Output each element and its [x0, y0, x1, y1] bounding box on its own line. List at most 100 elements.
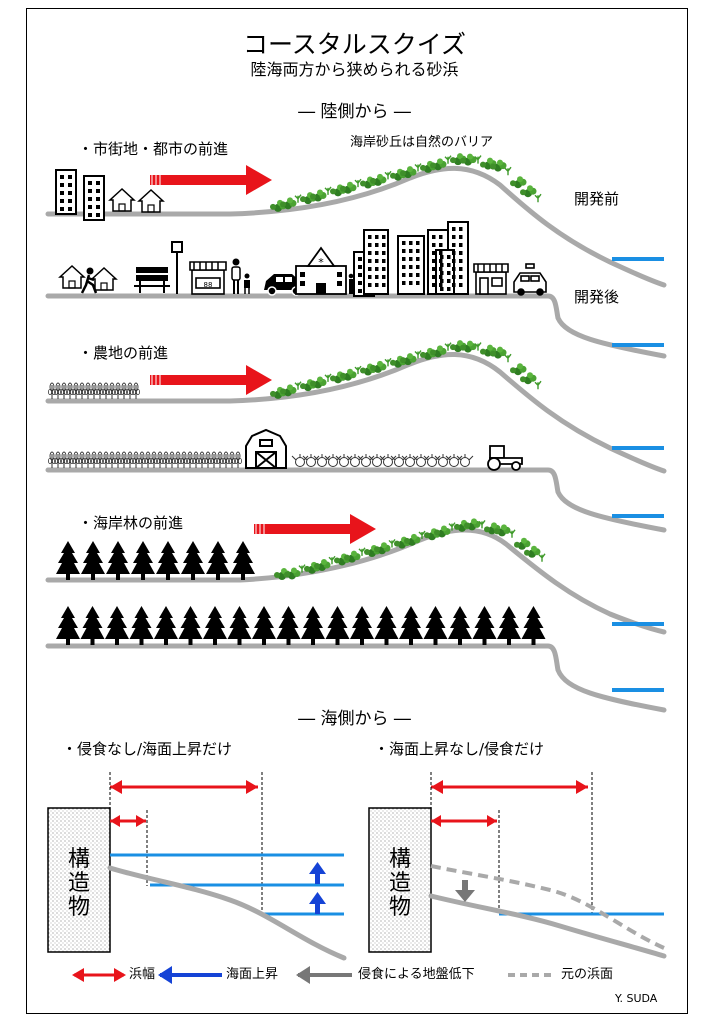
vegetable-icon	[401, 453, 419, 467]
window-mark	[439, 243, 443, 247]
window-mark	[416, 281, 420, 285]
author-credit: Y. SUDA	[615, 992, 658, 1005]
tree-icon	[423, 606, 448, 645]
taxi-icon	[513, 263, 547, 296]
window-mark	[375, 259, 379, 263]
tree-icon	[178, 606, 203, 645]
vegetation-icon	[510, 363, 527, 376]
window-mark	[382, 235, 386, 239]
window-mark	[375, 251, 379, 255]
window-mark	[416, 273, 420, 277]
window-mark	[402, 249, 406, 253]
legend-original-beach-label: 元の浜面	[561, 967, 614, 982]
vegetable-icon	[324, 453, 342, 467]
window-mark	[368, 243, 372, 247]
tree-icon	[129, 606, 154, 645]
store-icon	[473, 263, 509, 295]
vegetable-icon	[335, 453, 353, 467]
window-mark	[440, 271, 444, 275]
vegetable-icon	[412, 453, 430, 467]
svg-text:造: 造	[389, 871, 411, 896]
vegetable-icon	[313, 453, 331, 467]
window-mark	[452, 283, 456, 287]
svg-text:構: 構	[68, 847, 90, 872]
vegetation-icon	[534, 193, 542, 203]
dune-profile-forest-before	[45, 527, 667, 635]
panel-urban-after: 88 *	[45, 221, 667, 359]
tractor-icon	[487, 445, 523, 471]
dune-note: 海岸砂丘は自然のバリア	[350, 135, 494, 150]
vegetable-icon	[423, 453, 441, 467]
barn-icon	[245, 428, 287, 469]
window-mark	[439, 235, 443, 239]
figure-title: コースタルスクイズ	[242, 30, 466, 59]
window-mark	[368, 275, 372, 279]
panel-farm-after	[45, 428, 667, 533]
tree-icon	[81, 541, 105, 580]
window-mark	[382, 259, 386, 263]
window-mark	[368, 283, 372, 287]
vegetation-icon	[520, 185, 537, 198]
window-mark	[382, 275, 386, 279]
hospital-icon: *	[295, 246, 347, 295]
family-icon	[231, 258, 250, 294]
window-mark	[368, 235, 372, 239]
window-mark	[452, 227, 456, 231]
window-mark	[447, 287, 451, 291]
window-mark	[432, 251, 436, 255]
forest-trees	[56, 541, 255, 580]
window-mark	[459, 251, 463, 255]
tree-icon	[154, 606, 178, 645]
vegetable-icon	[379, 453, 397, 467]
person-icon	[80, 267, 98, 294]
window-mark	[382, 267, 386, 271]
window-mark	[409, 241, 413, 245]
house-icon	[109, 188, 135, 212]
window-mark	[409, 273, 413, 277]
vegetable-icon	[456, 453, 474, 467]
window-mark	[439, 275, 443, 279]
window-mark	[447, 255, 451, 259]
panel-forest-before	[45, 514, 667, 635]
window-mark	[439, 283, 443, 287]
window-mark	[409, 257, 413, 261]
tree-icon	[56, 541, 80, 580]
case-left-label: ・侵食なし/海面上昇だけ	[62, 740, 233, 758]
svg-text:*: *	[318, 256, 324, 269]
window-mark	[432, 259, 436, 263]
panel-forest-after	[45, 606, 667, 713]
vegetable-icon	[302, 453, 320, 467]
city-buildings	[363, 221, 469, 295]
erosion-arrow	[455, 880, 475, 902]
tree-icon	[105, 606, 129, 645]
window-mark	[402, 273, 406, 277]
window-mark	[402, 281, 406, 285]
vegetable-icon	[390, 453, 408, 467]
vegetation-icon	[524, 545, 541, 558]
window-mark	[432, 283, 436, 287]
window-mark	[416, 265, 420, 269]
vegetation-icon	[514, 537, 531, 550]
tree-icon	[181, 541, 205, 580]
window-mark	[439, 267, 443, 271]
tree-icon	[206, 541, 230, 580]
section-sea-heading: ― 海側から ―	[298, 709, 411, 729]
window-mark	[402, 241, 406, 245]
window-mark	[375, 243, 379, 247]
window-mark	[382, 243, 386, 247]
window-mark	[409, 265, 413, 269]
window-mark	[452, 275, 456, 279]
structure-block	[47, 807, 111, 953]
window-mark	[416, 241, 420, 245]
tree-icon	[231, 541, 255, 580]
window-mark	[440, 255, 444, 259]
vegetable-icon	[291, 453, 309, 467]
vegetable-icon	[445, 453, 463, 467]
tree-icon	[301, 606, 325, 645]
vegetation-icon	[538, 553, 546, 563]
section-land-heading: ― 陸側から ―	[298, 102, 411, 122]
building-icon	[55, 169, 77, 215]
legend-erosion-label: 侵食による地盤低下	[358, 967, 475, 982]
tree-icon	[80, 606, 105, 645]
